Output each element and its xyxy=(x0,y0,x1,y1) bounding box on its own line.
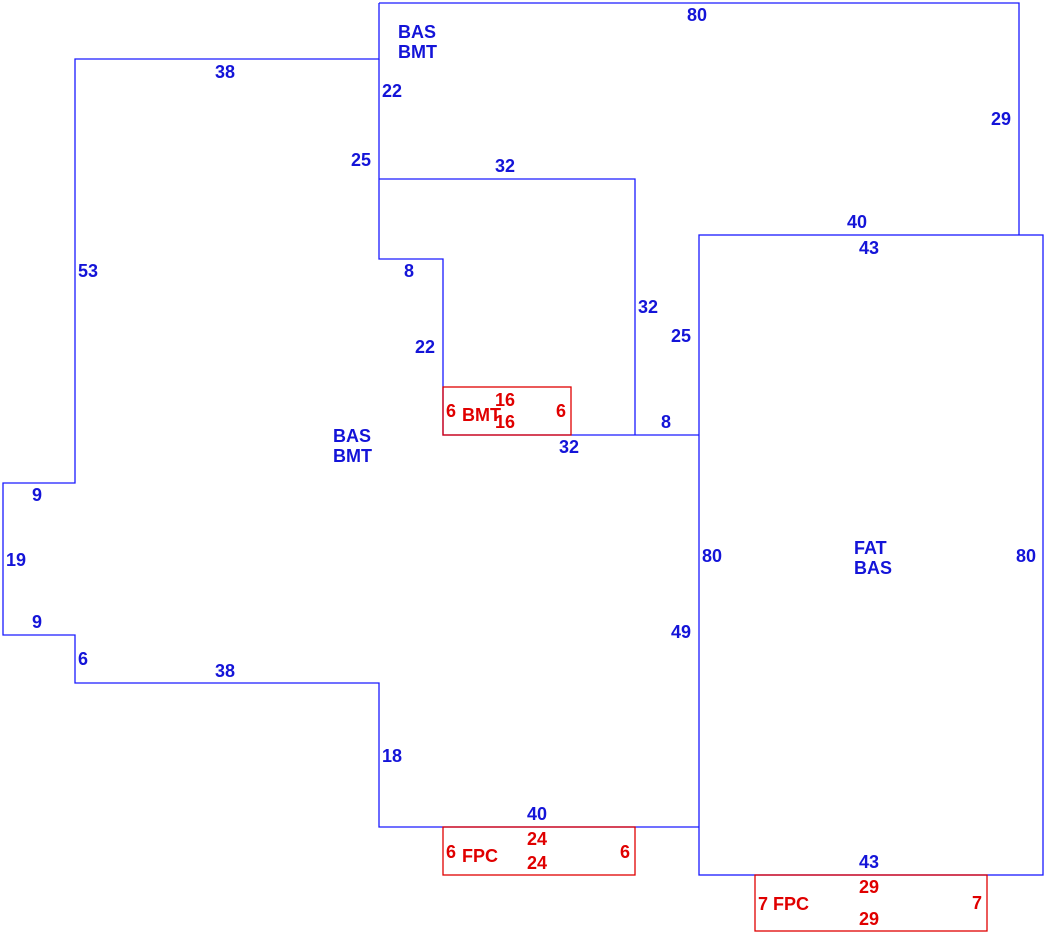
red-dimension-label: 6 xyxy=(446,401,456,421)
area-label-upper-2: BMT xyxy=(398,42,437,62)
dimension-label: 80 xyxy=(687,5,707,25)
dimension-label: 38 xyxy=(215,661,235,681)
dimension-label: 9 xyxy=(32,612,42,632)
area-label-right-1: FAT xyxy=(854,538,887,558)
dimension-label: 43 xyxy=(859,238,879,258)
dimension-label: 22 xyxy=(382,81,402,101)
area-label-right-2: BAS xyxy=(854,558,892,578)
dimension-label: 6 xyxy=(78,649,88,669)
red-dimension-label: 16 xyxy=(495,390,515,410)
red-dimension-label: 7 xyxy=(972,893,982,913)
red-dimension-label: 24 xyxy=(527,829,547,849)
inner-bump xyxy=(378,59,699,436)
red-dimension-label: 6 xyxy=(556,401,566,421)
dimension-label: 25 xyxy=(351,150,371,170)
area-label-upper-1: BAS xyxy=(398,22,436,42)
fpc-bottom-rectangle xyxy=(442,826,636,876)
dimension-label: 43 xyxy=(859,852,879,872)
area-label-fpc-right: 7 FPC xyxy=(758,894,809,914)
area-label-main-2: BMT xyxy=(333,446,372,466)
dimension-label: 18 xyxy=(382,746,402,766)
area-label-bmt-small: BMT xyxy=(462,405,501,425)
red-dimension-label: 6 xyxy=(446,842,456,862)
dimension-label: 32 xyxy=(638,297,658,317)
dimension-label: 9 xyxy=(32,485,42,505)
dimension-label: 32 xyxy=(495,156,515,176)
red-dimension-label: 16 xyxy=(495,412,515,432)
dimension-label: 40 xyxy=(527,804,547,824)
dimension-label: 19 xyxy=(6,550,26,570)
red-dimension-label: 29 xyxy=(859,909,879,929)
dimension-label: 22 xyxy=(415,337,435,357)
dimension-label: 32 xyxy=(559,437,579,457)
dimension-label: 29 xyxy=(991,109,1011,129)
red-dimension-label: 29 xyxy=(859,877,879,897)
dimension-label: 25 xyxy=(671,326,691,346)
area-label-fpc-bottom: FPC xyxy=(462,846,498,866)
red-dimension-label: 6 xyxy=(620,842,630,862)
dimension-label: 80 xyxy=(702,546,722,566)
dimension-label: 40 xyxy=(847,212,867,232)
area-label-main-1: BAS xyxy=(333,426,371,446)
main-outline xyxy=(2,2,1020,828)
dimension-label: 49 xyxy=(671,622,691,642)
dimension-label: 53 xyxy=(78,261,98,281)
bmt-small-rectangle xyxy=(442,386,572,436)
dimension-label: 8 xyxy=(404,261,414,281)
fpc-right-rectangle xyxy=(754,874,988,932)
red-dimension-label: 24 xyxy=(527,853,547,873)
dimension-label: 80 xyxy=(1016,546,1036,566)
dimension-label: 38 xyxy=(215,62,235,82)
dimension-label: 8 xyxy=(661,412,671,432)
